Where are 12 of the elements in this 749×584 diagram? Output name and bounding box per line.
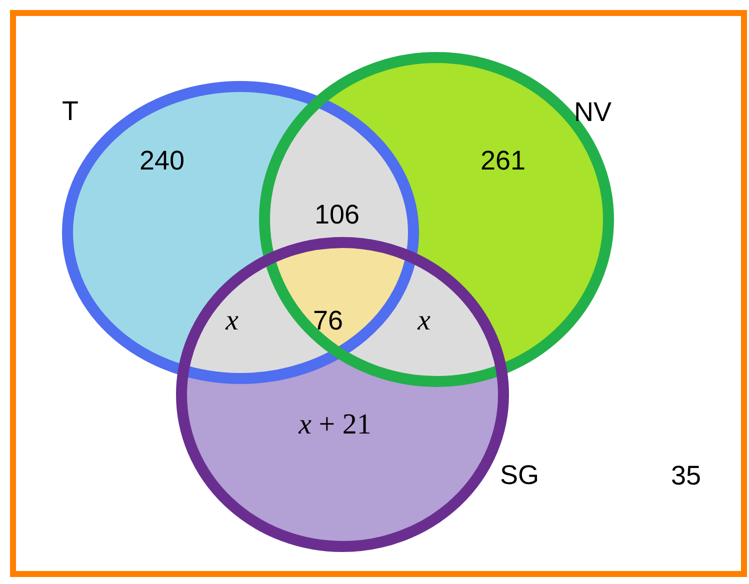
region-count: x + 21 bbox=[298, 410, 372, 440]
set-label: SG bbox=[500, 462, 540, 489]
region-count: 261 bbox=[480, 148, 526, 174]
region-count: 240 bbox=[139, 148, 185, 174]
set-label: T bbox=[62, 98, 78, 125]
frame bbox=[10, 10, 747, 577]
region-count: 35 bbox=[670, 462, 702, 490]
region-count: 106 bbox=[314, 202, 360, 228]
set-label: NV bbox=[574, 99, 612, 126]
region-count: x bbox=[418, 306, 430, 336]
region-count: x bbox=[226, 306, 238, 336]
region-count: 76 bbox=[312, 308, 344, 334]
